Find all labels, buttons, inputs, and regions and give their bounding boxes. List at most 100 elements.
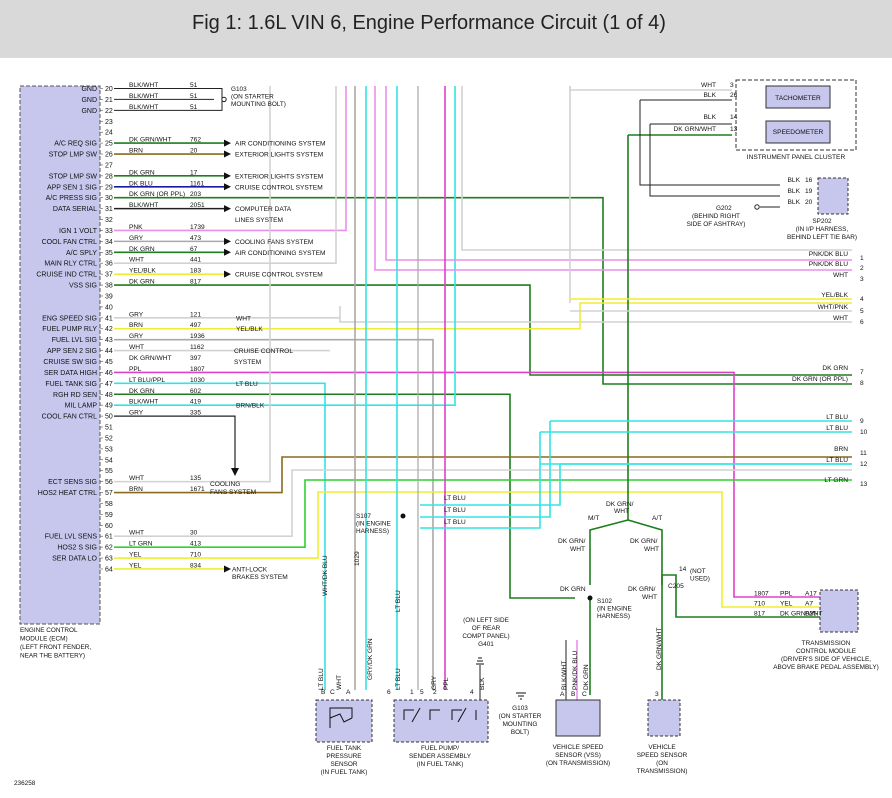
vss-auto-caption: (ON TRANSMISSION) bbox=[546, 760, 610, 767]
tachometer-label: TACHOMETER bbox=[775, 95, 821, 102]
wire-pin30 bbox=[114, 196, 852, 385]
arrow-icon bbox=[231, 468, 239, 476]
ecm-pin-number: 20 bbox=[105, 86, 113, 93]
g103-label: (ON STARTER bbox=[231, 94, 274, 101]
wire-color-label: BLK/WHT bbox=[129, 93, 158, 100]
circuit-number: 834 bbox=[190, 562, 201, 569]
ref-number: 10 bbox=[860, 429, 868, 436]
ecm-pin-number: 40 bbox=[105, 304, 113, 311]
ecm-pin-label: DATA SERIAL bbox=[53, 206, 97, 213]
tcm-wire bbox=[675, 600, 790, 618]
s107-wire-label: LT BLU bbox=[444, 507, 466, 514]
sp202-wire-label: BLK bbox=[788, 177, 801, 184]
wire-pin33 bbox=[114, 86, 347, 232]
circuit-number: 817 bbox=[190, 279, 201, 286]
mt-label: M/T bbox=[588, 515, 599, 522]
ecm-pin-label: APP SEN 1 SIG bbox=[47, 184, 97, 191]
pin-label: 2 bbox=[433, 689, 437, 696]
ecm-pin-number: 34 bbox=[105, 239, 113, 246]
ecm-pin-number: 55 bbox=[105, 468, 113, 475]
ecm-pin-label: A/C REQ SIG bbox=[54, 141, 97, 148]
wire-pin63 bbox=[114, 491, 790, 608]
tcm-wire-label: YEL bbox=[780, 601, 793, 608]
cluster-wire bbox=[569, 86, 732, 91]
ecm-pin-label: ECT SENS SIG bbox=[48, 479, 97, 486]
not-used-label: (NOT bbox=[690, 568, 706, 575]
fuel-pump-box bbox=[393, 699, 489, 743]
pump-symbol-icon bbox=[403, 707, 477, 723]
ecm-pin-number: 24 bbox=[105, 130, 113, 137]
ecm-pin-number: 33 bbox=[105, 228, 113, 235]
ecm-pin-number: 56 bbox=[105, 479, 113, 486]
fuel-pump-caption: (IN FUEL TANK) bbox=[417, 761, 464, 768]
ref-number: 5 bbox=[860, 308, 864, 315]
wire-vertical bbox=[461, 86, 852, 251]
wire-color-label: GRY bbox=[129, 410, 144, 417]
vertical-label: WHT/DK BLU bbox=[322, 555, 329, 596]
ecm-pin-label: HOS2 HEAT CTRL bbox=[38, 490, 97, 497]
wire-color-label: YEL/BLK bbox=[236, 326, 263, 333]
circuit-number: 183 bbox=[190, 268, 201, 275]
pin-label: 1 bbox=[410, 689, 414, 696]
wire-color-label: LT BLU/PPL bbox=[129, 377, 165, 384]
sp202-label: (IN I/P HARNESS, bbox=[796, 226, 849, 233]
ecm-pin-label: GND bbox=[81, 86, 97, 93]
ecm-caption: ENGINE CONTROL bbox=[20, 627, 78, 634]
tach-box bbox=[765, 85, 831, 109]
ecm-pin-number: 50 bbox=[105, 414, 113, 421]
wire-color-label: YEL/BLK bbox=[129, 268, 156, 275]
cluster-wire-label: BLK bbox=[704, 92, 717, 99]
ecm-pin-number: 61 bbox=[105, 534, 113, 541]
cluster-pin: 13 bbox=[730, 126, 738, 133]
sp202-label: BEHIND LEFT TIE BAR) bbox=[787, 234, 857, 241]
s107-label: S107 bbox=[356, 513, 371, 520]
ecm-pin-number: 64 bbox=[105, 566, 113, 573]
circuit-number: 135 bbox=[190, 475, 201, 482]
pin-label: 5 bbox=[420, 689, 424, 696]
tcm-pin: A7 bbox=[805, 601, 813, 608]
circuit-number: 1936 bbox=[190, 333, 205, 340]
cluster-box bbox=[735, 79, 857, 151]
pin-label: C bbox=[330, 689, 335, 696]
wire-pin36 bbox=[114, 86, 337, 265]
page-title: Fig 1: 1.6L VIN 6, Engine Performance Ci… bbox=[192, 12, 666, 34]
ecm-pin-number: 52 bbox=[105, 435, 113, 442]
arrow-icon bbox=[224, 183, 231, 191]
destination-label: COOLING FANS SYSTEM bbox=[235, 239, 313, 246]
pin-label: C bbox=[582, 691, 587, 698]
ecm-pin-number: 38 bbox=[105, 283, 113, 290]
ecm-pin-label: STOP LMP SW bbox=[49, 173, 98, 180]
ecm-pin-label: CRUISE SW SIG bbox=[43, 359, 97, 366]
ref-number: 9 bbox=[860, 418, 864, 425]
wire-color-label: BLK/WHT bbox=[129, 82, 158, 89]
figure-id: 236258 bbox=[14, 780, 36, 787]
ecm-pin-label: STOP LMP SW bbox=[49, 152, 98, 159]
wire-color-label: DK GRN bbox=[129, 388, 155, 395]
circuit-number: 67 bbox=[190, 246, 198, 253]
wire-color-label: WHT bbox=[129, 257, 144, 264]
cluster-wire-label: WHT bbox=[701, 82, 716, 89]
cluster-wire-label: BLK bbox=[704, 114, 717, 121]
wire-color-label: WHT bbox=[129, 530, 144, 537]
ref-number: 7 bbox=[860, 369, 864, 376]
tcm-pin: A17 bbox=[805, 591, 817, 598]
pin-label: 4 bbox=[470, 689, 474, 696]
wire-color-label: DK GRN bbox=[583, 664, 590, 690]
sp202-pin: 20 bbox=[805, 199, 813, 206]
wire-color-label: PNK/DK BLU bbox=[572, 651, 579, 690]
wire-color-label: LT BLU bbox=[236, 381, 258, 388]
circuit-number: 413 bbox=[190, 541, 201, 548]
wire-color-label: BRN bbox=[129, 322, 143, 329]
sp202-box bbox=[817, 177, 849, 215]
wire-color-label: DK GRN/WHT bbox=[129, 137, 172, 144]
ecm-caption: MODULE (ECM) bbox=[20, 636, 68, 643]
ecm-pin-number: 46 bbox=[105, 370, 113, 377]
circuit-number: 1030 bbox=[190, 377, 205, 384]
vertical-label: LT BLU bbox=[395, 590, 402, 612]
vss-manual-caption: TRANSMISSION) bbox=[637, 768, 688, 775]
ecm-pin-number: 28 bbox=[105, 173, 113, 180]
vss-branch bbox=[627, 519, 663, 585]
wire-color-label: WHT bbox=[129, 344, 144, 351]
g103-label: G103 bbox=[231, 86, 247, 93]
